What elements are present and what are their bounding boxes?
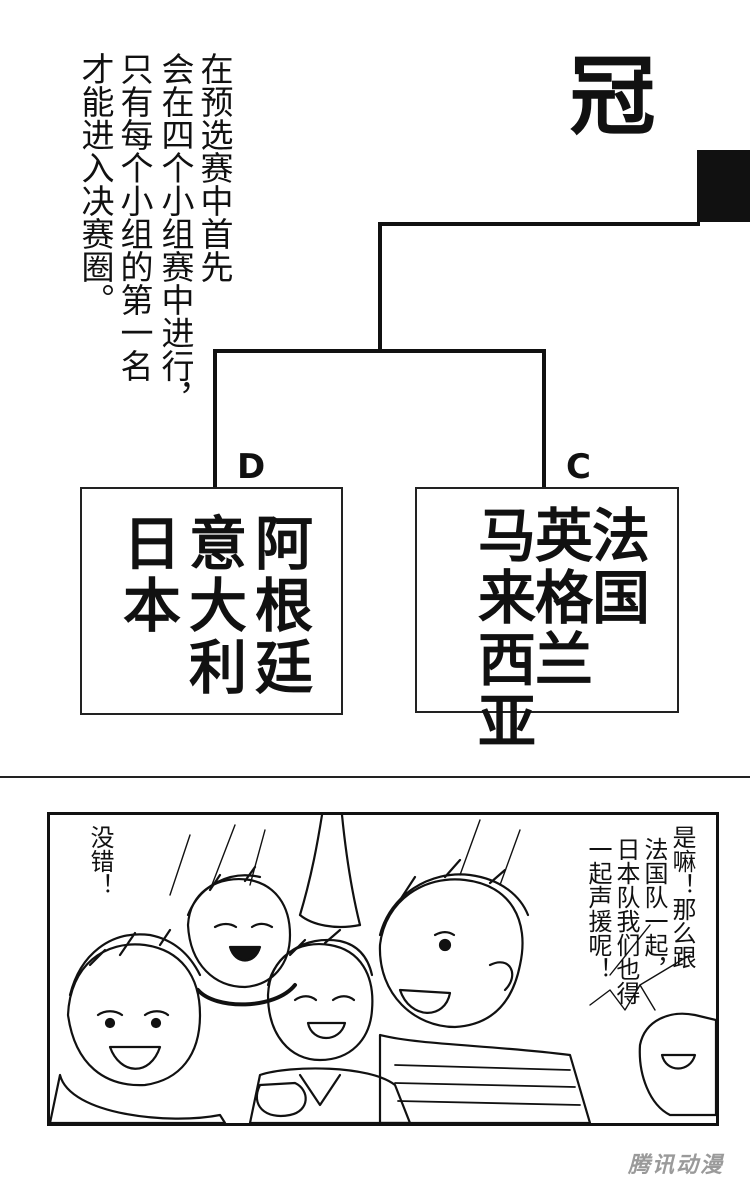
group-d-team-2: 意大利 (179, 513, 247, 699)
group-c-team-3: 马来西亚 (468, 505, 536, 753)
bracket-semifinal-line (213, 349, 546, 353)
caption-line-1: 在预选赛中首先 (195, 52, 234, 283)
group-c-label: C (566, 447, 591, 487)
left-bubble-line-1: 没错！ (86, 825, 114, 897)
caption-line-3: 只有每个小组的第一名 (115, 52, 154, 382)
caption-line-2: 会在四个小组赛中进行， (156, 52, 195, 415)
group-d-team-1: 阿根廷 (245, 513, 313, 699)
champion-label: 冠 (569, 47, 656, 147)
manga-panel: 没错！ 是嘛！那么跟 法国队一起， 日本队我们也得 一起声援呢！ (47, 812, 719, 1126)
group-d-label: D (237, 447, 266, 487)
group-d-box: 阿根廷 意大利 日本 (80, 487, 343, 715)
group-c-team-1: 法国 (582, 505, 650, 629)
right-bubble-line-1: 是嘛！那么跟 (668, 825, 696, 969)
group-c-team-2: 英格兰 (525, 505, 593, 691)
bracket-group-c-line (542, 349, 546, 489)
caption-line-4: 才能进入决赛圈。 (76, 52, 115, 316)
bracket-champion-block (697, 150, 750, 222)
group-d-team-3: 日本 (113, 513, 181, 637)
bracket-top-line (378, 222, 700, 226)
bracket-group-d-line (213, 349, 217, 489)
right-bubble-line-2: 法国队一起， (640, 837, 668, 981)
bracket-connector-line (378, 222, 382, 352)
right-bubble-line-3: 日本队我们也得 (612, 837, 640, 1005)
page-divider (0, 776, 750, 778)
right-bubble-line-4: 一起声援呢！ (584, 837, 612, 981)
group-c-box: 法国 英格兰 马来西亚 (415, 487, 679, 753)
watermark-logo: 腾讯动漫 (627, 1153, 724, 1178)
crowd-illustration (50, 815, 716, 1123)
